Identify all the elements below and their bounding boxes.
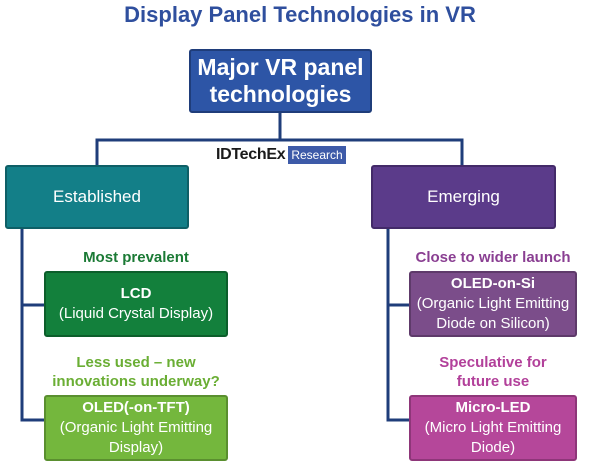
emerging-node: Emerging <box>371 165 556 229</box>
established-node: Established <box>5 165 189 229</box>
oled-on-tft-subtitle-1: (Organic Light Emitting <box>59 419 213 436</box>
speculative-label: Speculative for future use <box>400 353 586 391</box>
lcd-subtitle: (Liquid Crystal Display) <box>58 305 214 322</box>
brand-name: IDTechEx <box>216 146 286 163</box>
root-line-1: Major VR panel <box>197 54 364 80</box>
close-to-launch-label: Close to wider launch <box>415 249 571 266</box>
oled-on-tft-subtitle-2: Display) <box>108 439 164 456</box>
oled-on-si-subtitle-1: (Organic Light Emitting <box>416 295 570 312</box>
oled-on-tft-node: OLED(-on-TFT) (Organic Light Emitting Di… <box>44 395 228 461</box>
idtechex-logo: IDTechEx Research <box>216 145 346 165</box>
oled-on-si-subtitle-2: Diode on Silicon) <box>436 315 550 332</box>
root-line-2: technologies <box>209 81 352 107</box>
oled-on-tft-title: OLED(-on-TFT) <box>82 399 190 416</box>
lcd-title: LCD <box>120 285 152 302</box>
oled-on-si-node: OLED-on-Si (Organic Light Emitting Diode… <box>409 271 577 337</box>
most-prevalent-label: Most prevalent <box>83 249 189 266</box>
less-used-line-1: Less used – new <box>76 354 196 371</box>
emerging-connector <box>386 229 409 422</box>
micro-led-node: Micro-LED (Micro Light Emitting Diode) <box>409 395 577 461</box>
less-used-label: Less used – new innovations underway? <box>40 353 232 391</box>
brand-tag: Research <box>288 146 346 164</box>
speculative-line-1: Speculative for <box>439 354 547 371</box>
micro-led-title: Micro-LED <box>455 399 531 416</box>
micro-led-subtitle-1: (Micro Light Emitting <box>424 419 562 436</box>
root-connector <box>95 113 464 165</box>
speculative-line-2: future use <box>456 373 530 390</box>
established-label: Established <box>53 187 141 206</box>
established-connector <box>20 229 44 422</box>
oled-on-si-title: OLED-on-Si <box>450 275 536 292</box>
micro-led-subtitle-2: Diode) <box>470 439 516 456</box>
diagram-title: Display Panel Technologies in VR <box>124 2 476 27</box>
lcd-node: LCD (Liquid Crystal Display) <box>44 271 228 337</box>
emerging-label: Emerging <box>427 187 500 206</box>
root-node: Major VR panel technologies <box>189 49 372 113</box>
less-used-line-2: innovations underway? <box>52 373 220 390</box>
